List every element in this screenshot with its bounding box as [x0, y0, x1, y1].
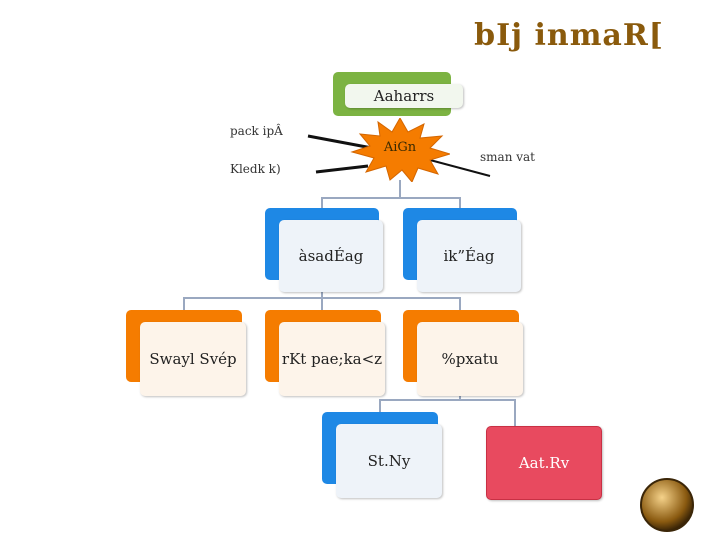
diagram-title: bIj inmaR[	[474, 18, 664, 53]
side-label-pack: pack ipÂ	[230, 124, 283, 138]
star-burst-shape	[350, 118, 450, 182]
side-label-sman: sman vat	[480, 150, 535, 164]
node-star-label: AiGn	[383, 140, 417, 155]
node-l3-3-label: %pxatu	[417, 322, 523, 396]
side-label-kledk: Kledk k)	[230, 162, 281, 176]
arrow-line-kledk	[315, 164, 369, 174]
connector-star-left	[321, 180, 401, 212]
node-l4-1-label: St.Ny	[336, 424, 442, 498]
connector-left-l3-3	[322, 297, 461, 314]
connector-star-right	[400, 197, 461, 212]
node-left-label: àsadÉag	[279, 220, 383, 292]
node-l3-2-label: rKt pae;ka<z	[279, 322, 385, 396]
arrow-line-pack	[307, 134, 373, 150]
connector-l3-l4-2	[460, 399, 516, 426]
decorative-emblem-icon	[640, 478, 694, 532]
node-l3-1-label: Swayl Svép	[140, 322, 246, 396]
node-top-label: Aaharrs	[345, 84, 463, 108]
arrow-line-sman	[429, 159, 491, 177]
node-right-label: ik”Éag	[417, 220, 521, 292]
node-l4-2-label: Aat.Rv	[486, 426, 602, 500]
